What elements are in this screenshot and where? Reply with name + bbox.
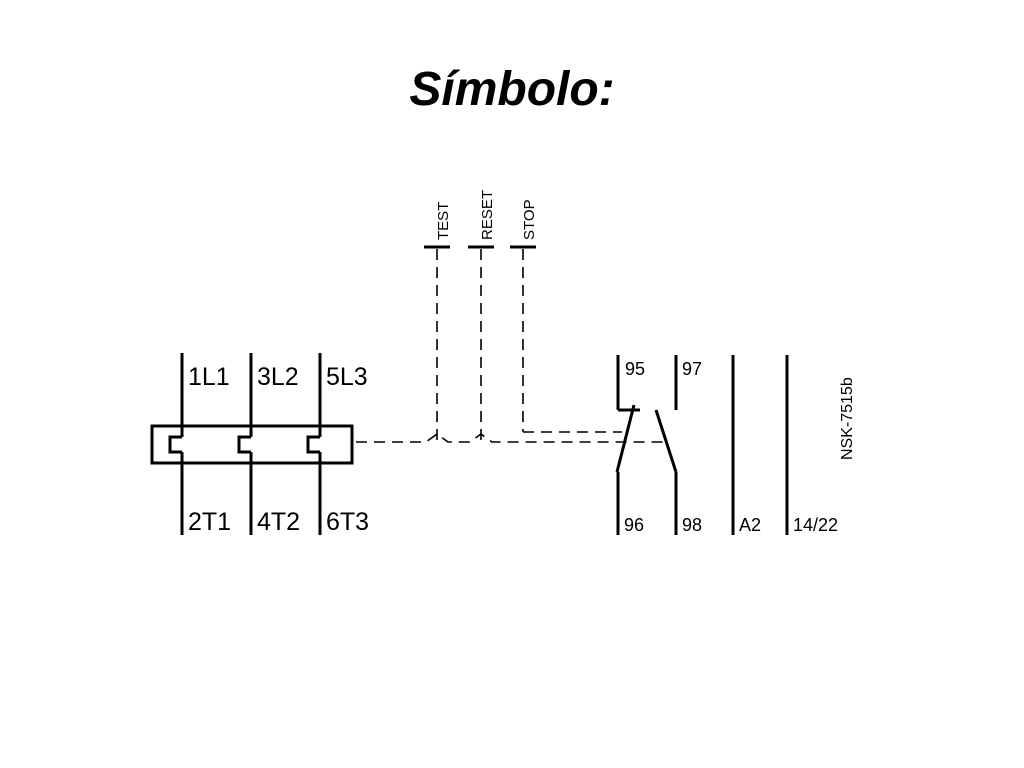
phase-1-heater — [168, 435, 182, 454]
terminal-95: 95 — [625, 359, 645, 379]
phase-3-heater — [306, 435, 320, 454]
phase-2: 3L2 4T2 — [237, 353, 300, 536]
reset-label: RESET — [479, 190, 496, 240]
phase-1: 1L1 2T1 — [168, 353, 231, 536]
reset-button: RESET — [468, 190, 496, 440]
test-label: TEST — [435, 202, 452, 240]
terminal-3l2: 3L2 — [257, 363, 299, 391]
terminal-1l1: 1L1 — [188, 363, 230, 391]
terminal-98: 98 — [682, 515, 702, 535]
terminal-96: 96 — [624, 515, 644, 535]
contact-95-96-blade — [615, 404, 636, 473]
contact-97-98: 97 98 — [654, 355, 702, 535]
stop-button: STOP — [510, 199, 622, 433]
phase-2-heater — [237, 435, 251, 454]
contact-97-98-blade — [654, 409, 678, 473]
terminal-a2: A2 — [739, 515, 761, 535]
contact-95-96: 95 96 — [615, 355, 645, 535]
stop-label: STOP — [521, 199, 538, 240]
reference-code: NSK-7515b — [839, 377, 856, 460]
terminal-14-22: 14/22 — [793, 515, 838, 535]
terminal-a2-group: A2 — [731, 355, 761, 535]
mechanical-linkage-line — [356, 433, 665, 443]
phase-3: 5L3 6T3 — [306, 353, 369, 536]
page-title: Símbolo: — [409, 63, 615, 116]
terminal-5l3: 5L3 — [326, 363, 368, 391]
terminal-4t2: 4T2 — [257, 508, 300, 536]
terminal-14-22-group: 14/22 — [785, 355, 838, 535]
test-button: TEST — [424, 202, 452, 440]
terminal-6t3: 6T3 — [326, 508, 369, 536]
terminal-97: 97 — [682, 359, 702, 379]
terminal-2t1: 2T1 — [188, 508, 231, 536]
